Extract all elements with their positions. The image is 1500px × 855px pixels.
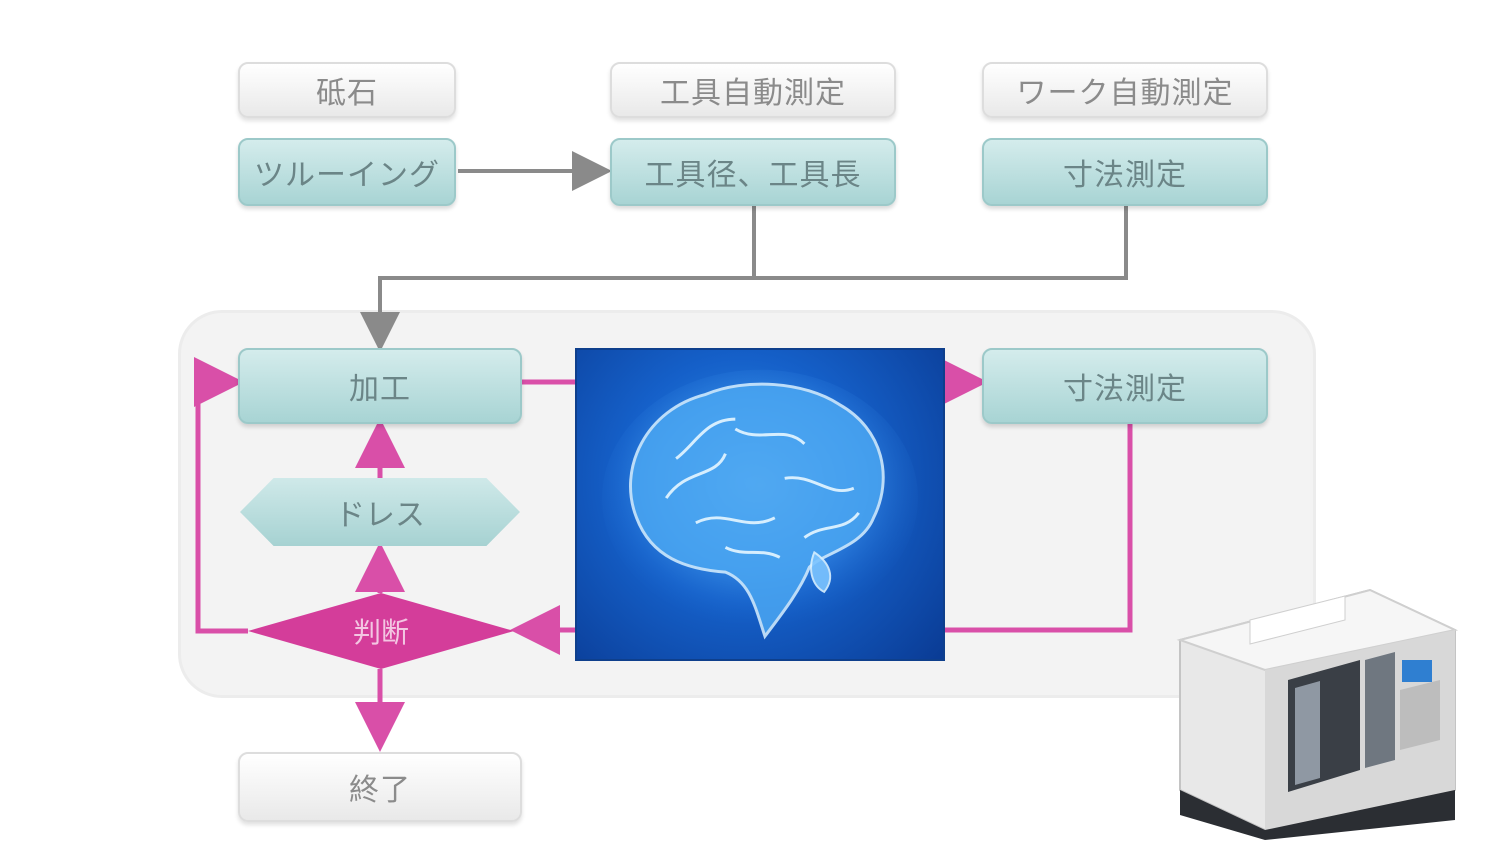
machining-box: 加工 (238, 348, 522, 424)
grinding-machine-icon (1176, 588, 1459, 840)
dimension-measure-loop-box: 寸法測定 (982, 348, 1268, 424)
tool-auto-measure-box: 工具自動測定 (610, 62, 896, 118)
truing-box: ツルーイング (238, 138, 456, 206)
tool-diameter-length-box: 工具径、工具長 (610, 138, 896, 206)
line-dimension-back-to-ai (945, 420, 1133, 633)
dress-box: ドレス (240, 478, 520, 546)
ai-brain-image (575, 348, 945, 661)
grinding-wheel-box: 砥石 (238, 62, 456, 118)
brain-icon (602, 369, 918, 640)
line-work-measure-down (360, 206, 1128, 352)
end-box: 終了 (238, 752, 522, 822)
work-auto-measure-box: ワーク自動測定 (982, 62, 1268, 118)
dimension-measure-top-box: 寸法測定 (982, 138, 1268, 206)
arrow-judgment-loop-to-machining (194, 357, 248, 634)
